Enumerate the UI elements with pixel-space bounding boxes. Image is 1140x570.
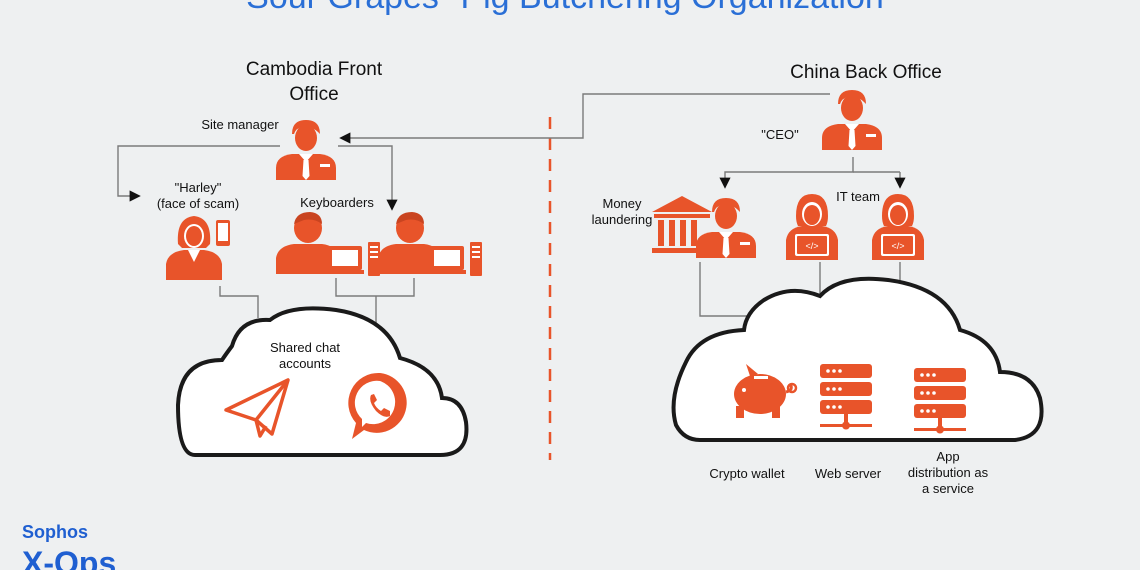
- developer-icon: [786, 194, 838, 260]
- site-manager-label: Site manager: [201, 117, 279, 132]
- back-office-cloud: [671, 276, 1044, 442]
- crypto-wallet-label: Crypto wallet: [709, 466, 785, 481]
- money-laundering-label-line1: Money: [602, 196, 642, 211]
- keyboarder-computer-icon: [378, 212, 482, 276]
- ceo-icon: [822, 90, 882, 150]
- harley-label-line1: "Harley": [175, 180, 222, 195]
- back-office-heading: China Back Office: [790, 62, 942, 83]
- sophos-xops-logo: Sophos X-Ops: [22, 522, 116, 570]
- keyboarders-label: Keyboarders: [300, 195, 374, 210]
- diagram-title: Sour Grapes" Pig Butchering Organization: [246, 0, 884, 16]
- shared-chat-label-line2: accounts: [279, 356, 332, 371]
- phone-bubble-icon: [348, 372, 407, 439]
- paper-plane-icon: [224, 378, 290, 438]
- logo-line1: Sophos: [22, 522, 88, 542]
- app-distribution-label-line3: a service: [922, 481, 974, 496]
- money-launderer-icon: [696, 198, 756, 258]
- money-laundering-label-line2: laundering: [592, 212, 653, 227]
- bank-icon: [652, 196, 712, 253]
- front-office-heading-line1: Cambodia Front: [246, 59, 383, 80]
- keyboarder-computer-icon: [276, 212, 380, 276]
- piggy-bank-icon: [734, 364, 798, 418]
- logo-line2: X-Ops: [22, 545, 116, 570]
- app-distribution-label-line1: App: [936, 449, 959, 464]
- shared-chat-cloud: [175, 306, 469, 457]
- web-server-label: Web server: [815, 466, 882, 481]
- person-phone-icon: [166, 216, 230, 280]
- it-team-label: IT team: [836, 189, 880, 204]
- harley-label-line2: (face of scam): [157, 196, 239, 211]
- shared-chat-label-line1: Shared chat: [270, 340, 340, 355]
- app-distribution-label-line2: distribution as: [908, 465, 989, 480]
- front-office-heading-line2: Office: [289, 84, 338, 105]
- ceo-label: "CEO": [761, 127, 799, 142]
- site-manager-icon: [276, 120, 336, 180]
